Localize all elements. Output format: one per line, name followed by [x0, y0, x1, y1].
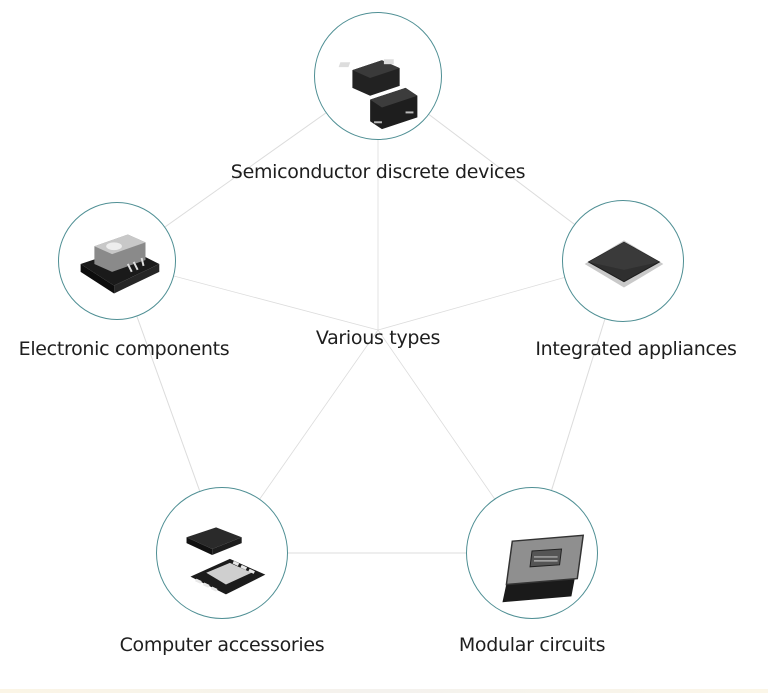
- node-semiconductor-circle[interactable]: [314, 12, 442, 140]
- smd-discrete-packages-icon: [338, 59, 418, 130]
- node-computer-circle[interactable]: [156, 487, 288, 619]
- node-modular-circle[interactable]: [466, 487, 598, 619]
- dfn-package-icon: [186, 527, 266, 595]
- center-label: Various types: [315, 327, 441, 349]
- qfp-chip-icon: [584, 240, 664, 288]
- sensor-module-icon: [80, 234, 160, 294]
- bottom-strip: [0, 689, 768, 693]
- node-integrated-circle[interactable]: [562, 200, 684, 322]
- node-electronic-circle[interactable]: [58, 202, 176, 320]
- node-semiconductor-label: Semiconductor discrete devices: [230, 161, 526, 183]
- cpu-processor-icon: [502, 534, 585, 603]
- node-computer-label: Computer accessories: [119, 634, 325, 656]
- node-modular-label: Modular circuits: [458, 634, 606, 656]
- node-integrated-label: Integrated appliances: [535, 338, 737, 360]
- node-electronic-label: Electronic components: [18, 338, 230, 360]
